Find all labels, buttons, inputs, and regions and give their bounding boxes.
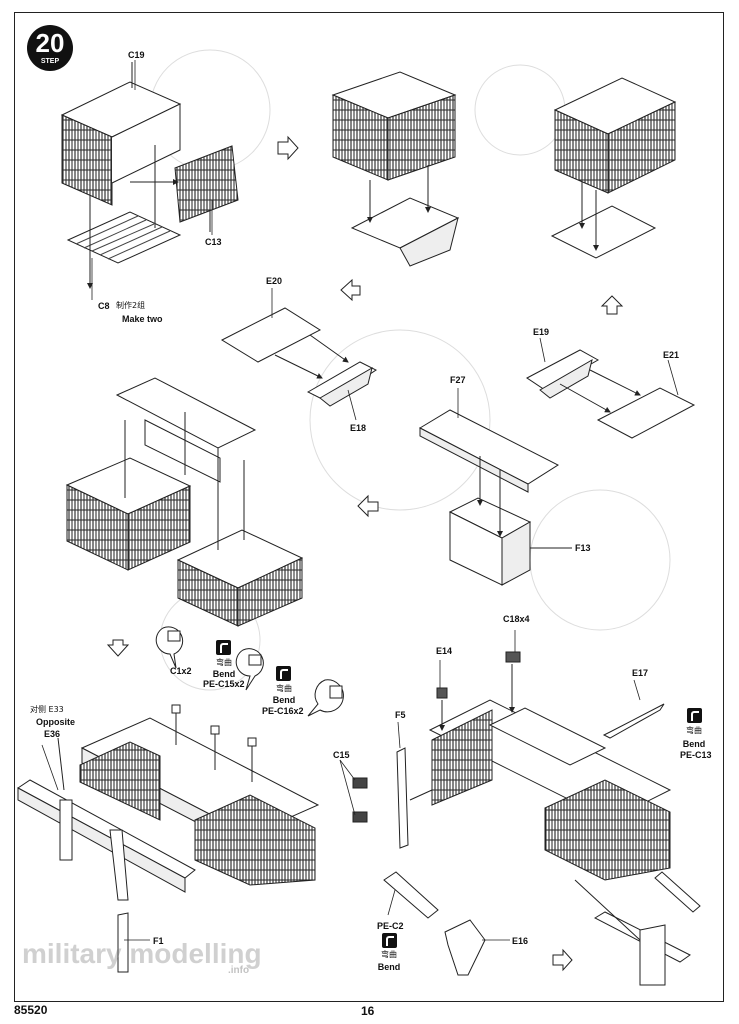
bend-icon bbox=[687, 708, 702, 723]
label-bend-cn-1: 弯曲 bbox=[216, 658, 232, 667]
label-f5: F5 bbox=[395, 710, 406, 720]
step-number: 20 bbox=[35, 28, 65, 58]
crate-assembly-1 bbox=[60, 62, 239, 289]
watermark-sub: .info bbox=[228, 965, 250, 976]
flow-arrow-5 bbox=[106, 639, 130, 657]
bottom-right-final-assembly bbox=[352, 651, 701, 986]
label-e16: E16 bbox=[512, 936, 529, 946]
label-e18: E18 bbox=[350, 423, 367, 433]
detail-bubbles bbox=[155, 626, 344, 717]
label-pe-c15x2: PE-C15x2 bbox=[203, 679, 245, 689]
label-pe-c2: PE-C2 bbox=[377, 921, 404, 931]
label-e21: E21 bbox=[663, 350, 680, 360]
label-bend-en-4: Bend bbox=[377, 962, 401, 972]
flow-arrow-4 bbox=[357, 494, 379, 518]
kit-code: 85520 bbox=[14, 1003, 48, 1017]
label-make-two-en: Make two bbox=[122, 314, 163, 324]
label-pe-c16x2: PE-C16x2 bbox=[262, 706, 304, 716]
label-c8: C8 bbox=[98, 301, 110, 311]
label-bend-cn-2: 弯曲 bbox=[276, 684, 292, 693]
label-opposite-cn: 对侧 E33 bbox=[30, 705, 64, 714]
step-badge: 20 STEP bbox=[27, 25, 73, 71]
label-e14: E14 bbox=[436, 646, 453, 656]
e20-e18-assembly bbox=[220, 307, 377, 407]
label-c19: C19 bbox=[128, 50, 145, 60]
label-f1: F1 bbox=[153, 936, 164, 946]
step-word: STEP bbox=[40, 58, 60, 65]
f27-f13-assembly bbox=[418, 409, 572, 586]
crate-assembly-2 bbox=[331, 71, 460, 267]
label-f27: F27 bbox=[450, 375, 466, 385]
flow-arrow-3 bbox=[600, 295, 624, 315]
label-c13: C13 bbox=[205, 237, 222, 247]
watermark: military modelling bbox=[22, 938, 262, 969]
label-e17: E17 bbox=[632, 668, 649, 678]
bend-icon bbox=[216, 640, 231, 655]
label-bend-en-1: Bend bbox=[212, 669, 236, 679]
bend-icon bbox=[382, 933, 397, 948]
label-e20: E20 bbox=[266, 276, 283, 286]
label-bend-en-3: Bend bbox=[682, 739, 706, 749]
e19-e21-assembly bbox=[526, 349, 696, 439]
label-bend-en-2: Bend bbox=[272, 695, 296, 705]
label-f13: F13 bbox=[575, 543, 591, 553]
bend-icon bbox=[276, 666, 291, 681]
label-c15: C15 bbox=[333, 750, 350, 760]
leader-lines bbox=[41, 60, 679, 941]
flow-arrow-6 bbox=[552, 948, 573, 972]
label-bend-cn-3: 弯曲 bbox=[686, 726, 702, 735]
page-number: 16 bbox=[361, 1004, 375, 1018]
label-pe-c13: PE-C13 bbox=[680, 750, 712, 760]
label-make-two-cn: 制作2组 bbox=[116, 301, 146, 310]
label-opposite-en: Opposite bbox=[36, 717, 76, 727]
double-crate-assembly bbox=[65, 377, 304, 627]
bottom-left-final-assembly bbox=[17, 704, 320, 973]
crate-assembly-3 bbox=[550, 77, 677, 259]
label-e36: E36 bbox=[44, 729, 61, 739]
label-c1x2: C1x2 bbox=[170, 666, 192, 676]
label-e19: E19 bbox=[533, 327, 550, 337]
label-bend-cn-4: 弯曲 bbox=[381, 950, 397, 959]
flow-arrow-1 bbox=[277, 135, 299, 161]
flow-arrow-2 bbox=[340, 278, 361, 302]
instruction-sheet-frame bbox=[14, 12, 724, 1002]
label-c18x4: C18x4 bbox=[503, 614, 530, 624]
